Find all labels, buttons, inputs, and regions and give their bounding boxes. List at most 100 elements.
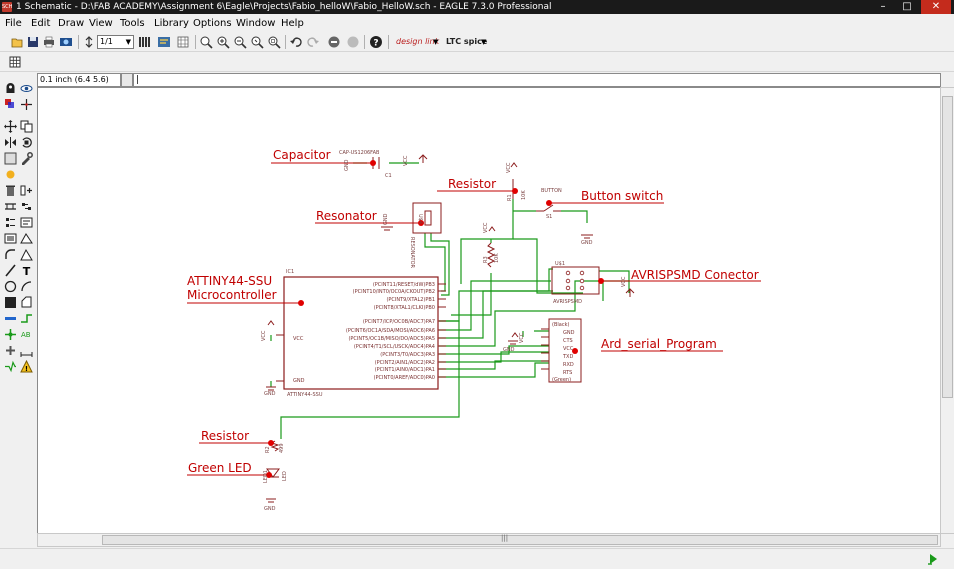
group-icon[interactable] xyxy=(4,152,17,165)
coordinate-display: 0.1 inch (6.4 5.6) xyxy=(37,73,121,87)
net-icon[interactable] xyxy=(20,312,33,325)
led-name: LED1 xyxy=(263,470,269,483)
delete-icon[interactable] xyxy=(4,184,17,197)
print-icon[interactable] xyxy=(42,35,56,49)
redo-icon[interactable] xyxy=(306,35,320,49)
polygon-icon[interactable] xyxy=(20,296,33,309)
close-button[interactable]: ✕ xyxy=(921,0,951,14)
copy-icon[interactable] xyxy=(20,120,33,133)
isp-value: AVRISPSMD xyxy=(553,299,582,305)
display-layers-icon[interactable] xyxy=(4,98,17,111)
horizontal-scroll-thumb[interactable]: ||| xyxy=(102,534,938,545)
split-icon[interactable] xyxy=(4,248,17,261)
zoom-out-icon[interactable] xyxy=(233,35,247,49)
svg-text:AB: AB xyxy=(21,331,31,339)
erc-icon[interactable] xyxy=(4,360,17,373)
ltspice-button[interactable]: LTC spice xyxy=(446,37,488,46)
smash-icon[interactable] xyxy=(20,232,33,245)
maximize-button[interactable]: □ xyxy=(902,1,912,12)
sheet-icon[interactable] xyxy=(82,35,96,49)
ic-pin-label: (PCINT4/T1/SCL/USCK/ADC4)PA4 xyxy=(354,344,435,350)
zoom-select-icon[interactable] xyxy=(267,35,281,49)
open-icon[interactable] xyxy=(10,35,24,49)
toolbar-separator xyxy=(78,35,79,49)
dimension-icon[interactable] xyxy=(20,344,33,357)
circle-icon[interactable] xyxy=(4,280,17,293)
paste-icon[interactable] xyxy=(4,168,17,181)
menu-options[interactable]: Options xyxy=(193,18,232,29)
value-icon[interactable] xyxy=(4,232,17,245)
line-icon[interactable] xyxy=(4,264,17,277)
attribute-icon[interactable] xyxy=(4,344,17,357)
eagle-app-icon: SCH xyxy=(2,2,13,12)
menu-window[interactable]: Window xyxy=(236,18,276,29)
menu-edit[interactable]: Edit xyxy=(31,18,51,29)
vertical-scrollbar[interactable] xyxy=(940,87,954,534)
junction-icon[interactable] xyxy=(4,328,17,341)
tool-palette: T AB ! xyxy=(0,78,36,548)
zoom-fit-icon[interactable] xyxy=(199,35,213,49)
rotate-icon[interactable] xyxy=(20,136,33,149)
resonator-value: RESONATOR xyxy=(409,237,415,269)
go-icon[interactable] xyxy=(346,35,360,49)
zoom-redraw-icon[interactable] xyxy=(250,35,264,49)
gateswap-icon[interactable] xyxy=(20,200,33,213)
button-name: S1 xyxy=(546,214,552,220)
use-library-icon[interactable] xyxy=(137,35,151,49)
vertical-scroll-thumb[interactable] xyxy=(942,96,953,398)
change-icon[interactable] xyxy=(20,152,33,165)
menu-file[interactable]: File xyxy=(5,18,22,29)
r3-name: R3 xyxy=(483,256,489,263)
board-icon[interactable] xyxy=(157,35,171,49)
cap-gnd: GND xyxy=(344,159,350,171)
ic-pin-label: (PCINT3/T0/ADC3)PA3 xyxy=(380,352,435,358)
r3-value: 10K xyxy=(494,253,500,263)
go-arrow-icon[interactable] xyxy=(926,552,940,566)
ic-pin-label: (PCINT0/AREF/ADC0)PA0 xyxy=(374,375,435,381)
button-gnd: GND xyxy=(581,240,593,246)
move-icon[interactable] xyxy=(4,120,17,133)
chevron-down-icon[interactable]: ▼ xyxy=(481,38,487,46)
ftdi-pin-label: RXD xyxy=(563,362,574,368)
show-icon[interactable] xyxy=(20,82,33,95)
stop-icon[interactable] xyxy=(327,35,341,49)
title-bar: SCH 1 Schematic - D:\FAB ACADEMY\Assignm… xyxy=(0,0,954,14)
help-icon[interactable]: ? xyxy=(369,35,383,49)
menu-library[interactable]: Library xyxy=(154,18,189,29)
errors-icon[interactable]: ! xyxy=(20,360,33,373)
r2-name: R2 xyxy=(265,446,271,453)
replace-icon[interactable] xyxy=(4,216,17,229)
menu-draw[interactable]: Draw xyxy=(58,18,85,29)
undo-icon[interactable] xyxy=(289,35,303,49)
menu-help[interactable]: Help xyxy=(281,18,304,29)
ic-pin-label: (PCINT5/OC1B/MISO/DO/ADC5)PA5 xyxy=(348,336,435,342)
save-icon[interactable] xyxy=(26,35,40,49)
chevron-down-icon[interactable]: ▼ xyxy=(433,38,439,46)
minimize-button[interactable]: – xyxy=(880,1,886,12)
command-input[interactable]: | xyxy=(133,73,941,87)
label-icon[interactable]: AB xyxy=(20,328,33,341)
text-icon[interactable]: T xyxy=(20,264,33,277)
info-icon[interactable] xyxy=(4,82,17,95)
designlink-button[interactable]: design link xyxy=(396,37,440,46)
bus-icon[interactable] xyxy=(4,312,17,325)
grid-icon[interactable] xyxy=(176,35,190,49)
sheet-select[interactable]: 1/1 ▼ xyxy=(97,35,134,49)
add-icon[interactable] xyxy=(20,184,33,197)
schematic-canvas[interactable]: Capacitor Resistor Button switch Resonat… xyxy=(37,87,941,534)
menu-tools[interactable]: Tools xyxy=(120,18,145,29)
grid-layout-icon[interactable] xyxy=(8,55,22,69)
name-icon[interactable] xyxy=(20,216,33,229)
command-history-button[interactable] xyxy=(121,73,133,87)
miter-icon[interactable] xyxy=(20,248,33,261)
mirror-icon[interactable] xyxy=(4,136,17,149)
pinswap-icon[interactable] xyxy=(4,200,17,213)
cam-processor-icon[interactable] xyxy=(59,35,73,49)
menu-view[interactable]: View xyxy=(89,18,113,29)
ic-gnd-pin: GND xyxy=(293,378,305,384)
zoom-in-icon[interactable] xyxy=(216,35,230,49)
rect-icon[interactable] xyxy=(4,296,17,309)
arc-icon[interactable] xyxy=(20,280,33,293)
horizontal-scrollbar[interactable]: ||| xyxy=(37,533,941,547)
mark-icon[interactable] xyxy=(20,98,33,111)
